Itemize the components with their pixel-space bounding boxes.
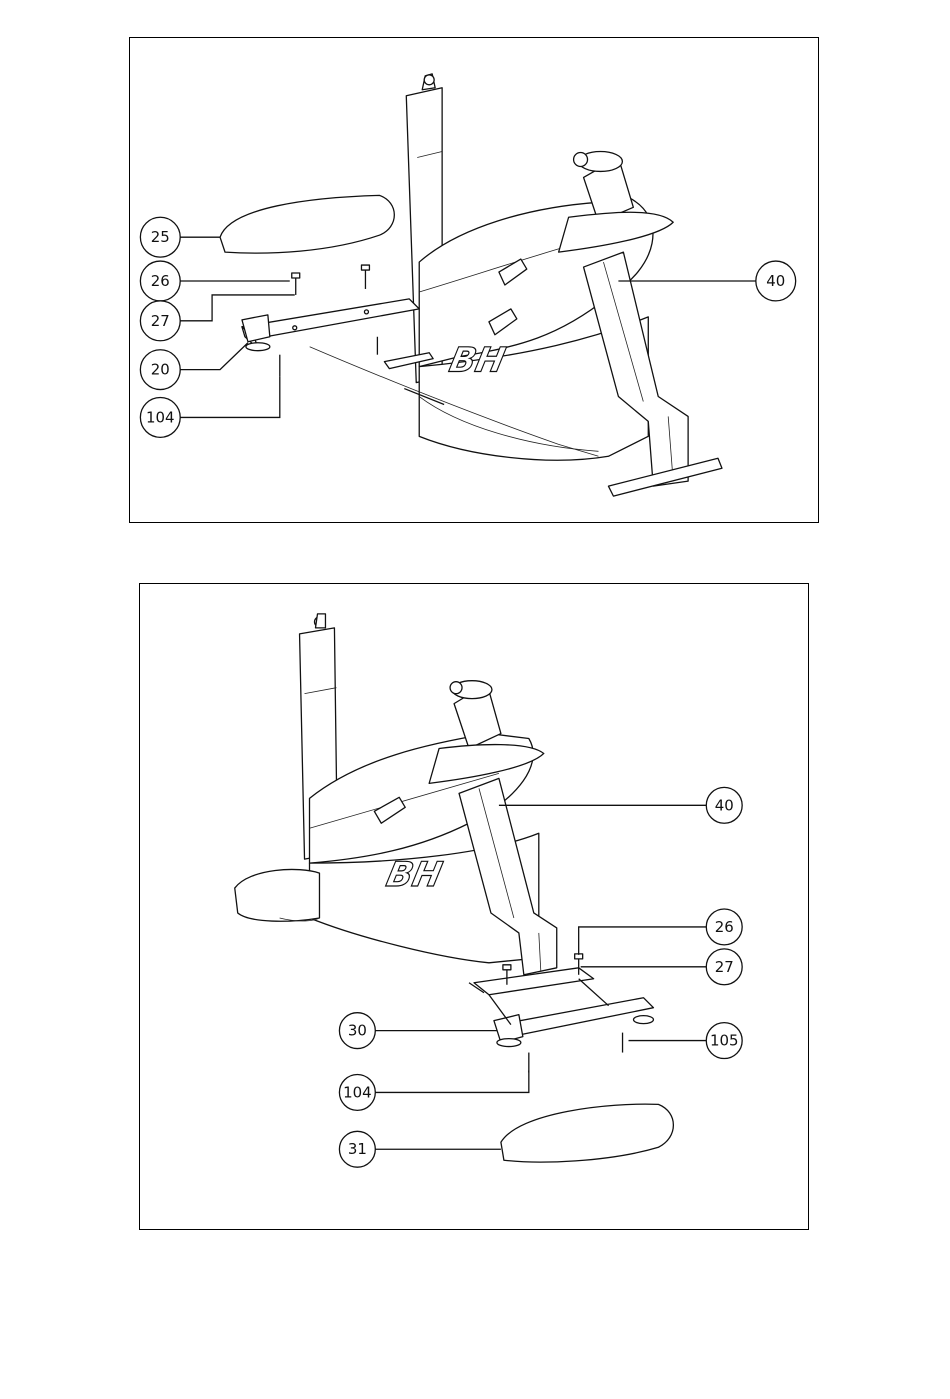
- rear-stabilizer-drawing: BH 25 26: [130, 38, 818, 522]
- rear-stabilizer-bar: [242, 299, 419, 351]
- callout-31: 31: [339, 1131, 500, 1167]
- svg-text:20: 20: [151, 361, 170, 379]
- callout-20: 20: [140, 343, 248, 390]
- svg-text:26: 26: [715, 918, 734, 936]
- svg-text:105: 105: [710, 1032, 739, 1050]
- callout-104: 104: [339, 1070, 528, 1110]
- brand-logo: BH: [446, 341, 509, 381]
- callout-26: 26: [579, 909, 742, 955]
- svg-text:25: 25: [151, 228, 170, 246]
- callout-27: 27: [581, 949, 742, 985]
- svg-text:27: 27: [151, 312, 170, 330]
- rear-end-cap: [220, 195, 394, 253]
- svg-text:40: 40: [715, 796, 734, 814]
- svg-text:30: 30: [348, 1022, 367, 1040]
- diagram-panel-front-stabilizer: BH 40: [139, 583, 809, 1230]
- svg-text:104: 104: [146, 408, 174, 426]
- svg-text:40: 40: [766, 272, 785, 290]
- svg-text:104: 104: [343, 1083, 372, 1101]
- callout-40: 40: [499, 787, 742, 823]
- callout-30: 30: [339, 1013, 497, 1049]
- callout-25: 25: [140, 217, 220, 257]
- callout-40: 40: [618, 261, 795, 301]
- diagram-panel-rear-stabilizer: BH 25 26: [129, 37, 819, 523]
- svg-text:27: 27: [715, 958, 734, 976]
- svg-text:26: 26: [151, 272, 170, 290]
- brand-logo: BH: [383, 855, 446, 895]
- callout-105: 105: [629, 1023, 743, 1059]
- main-frame: [235, 681, 557, 975]
- svg-text:31: 31: [348, 1140, 367, 1158]
- front-end-cap: [501, 1104, 673, 1162]
- front-stabilizer-drawing: BH 40: [140, 584, 808, 1229]
